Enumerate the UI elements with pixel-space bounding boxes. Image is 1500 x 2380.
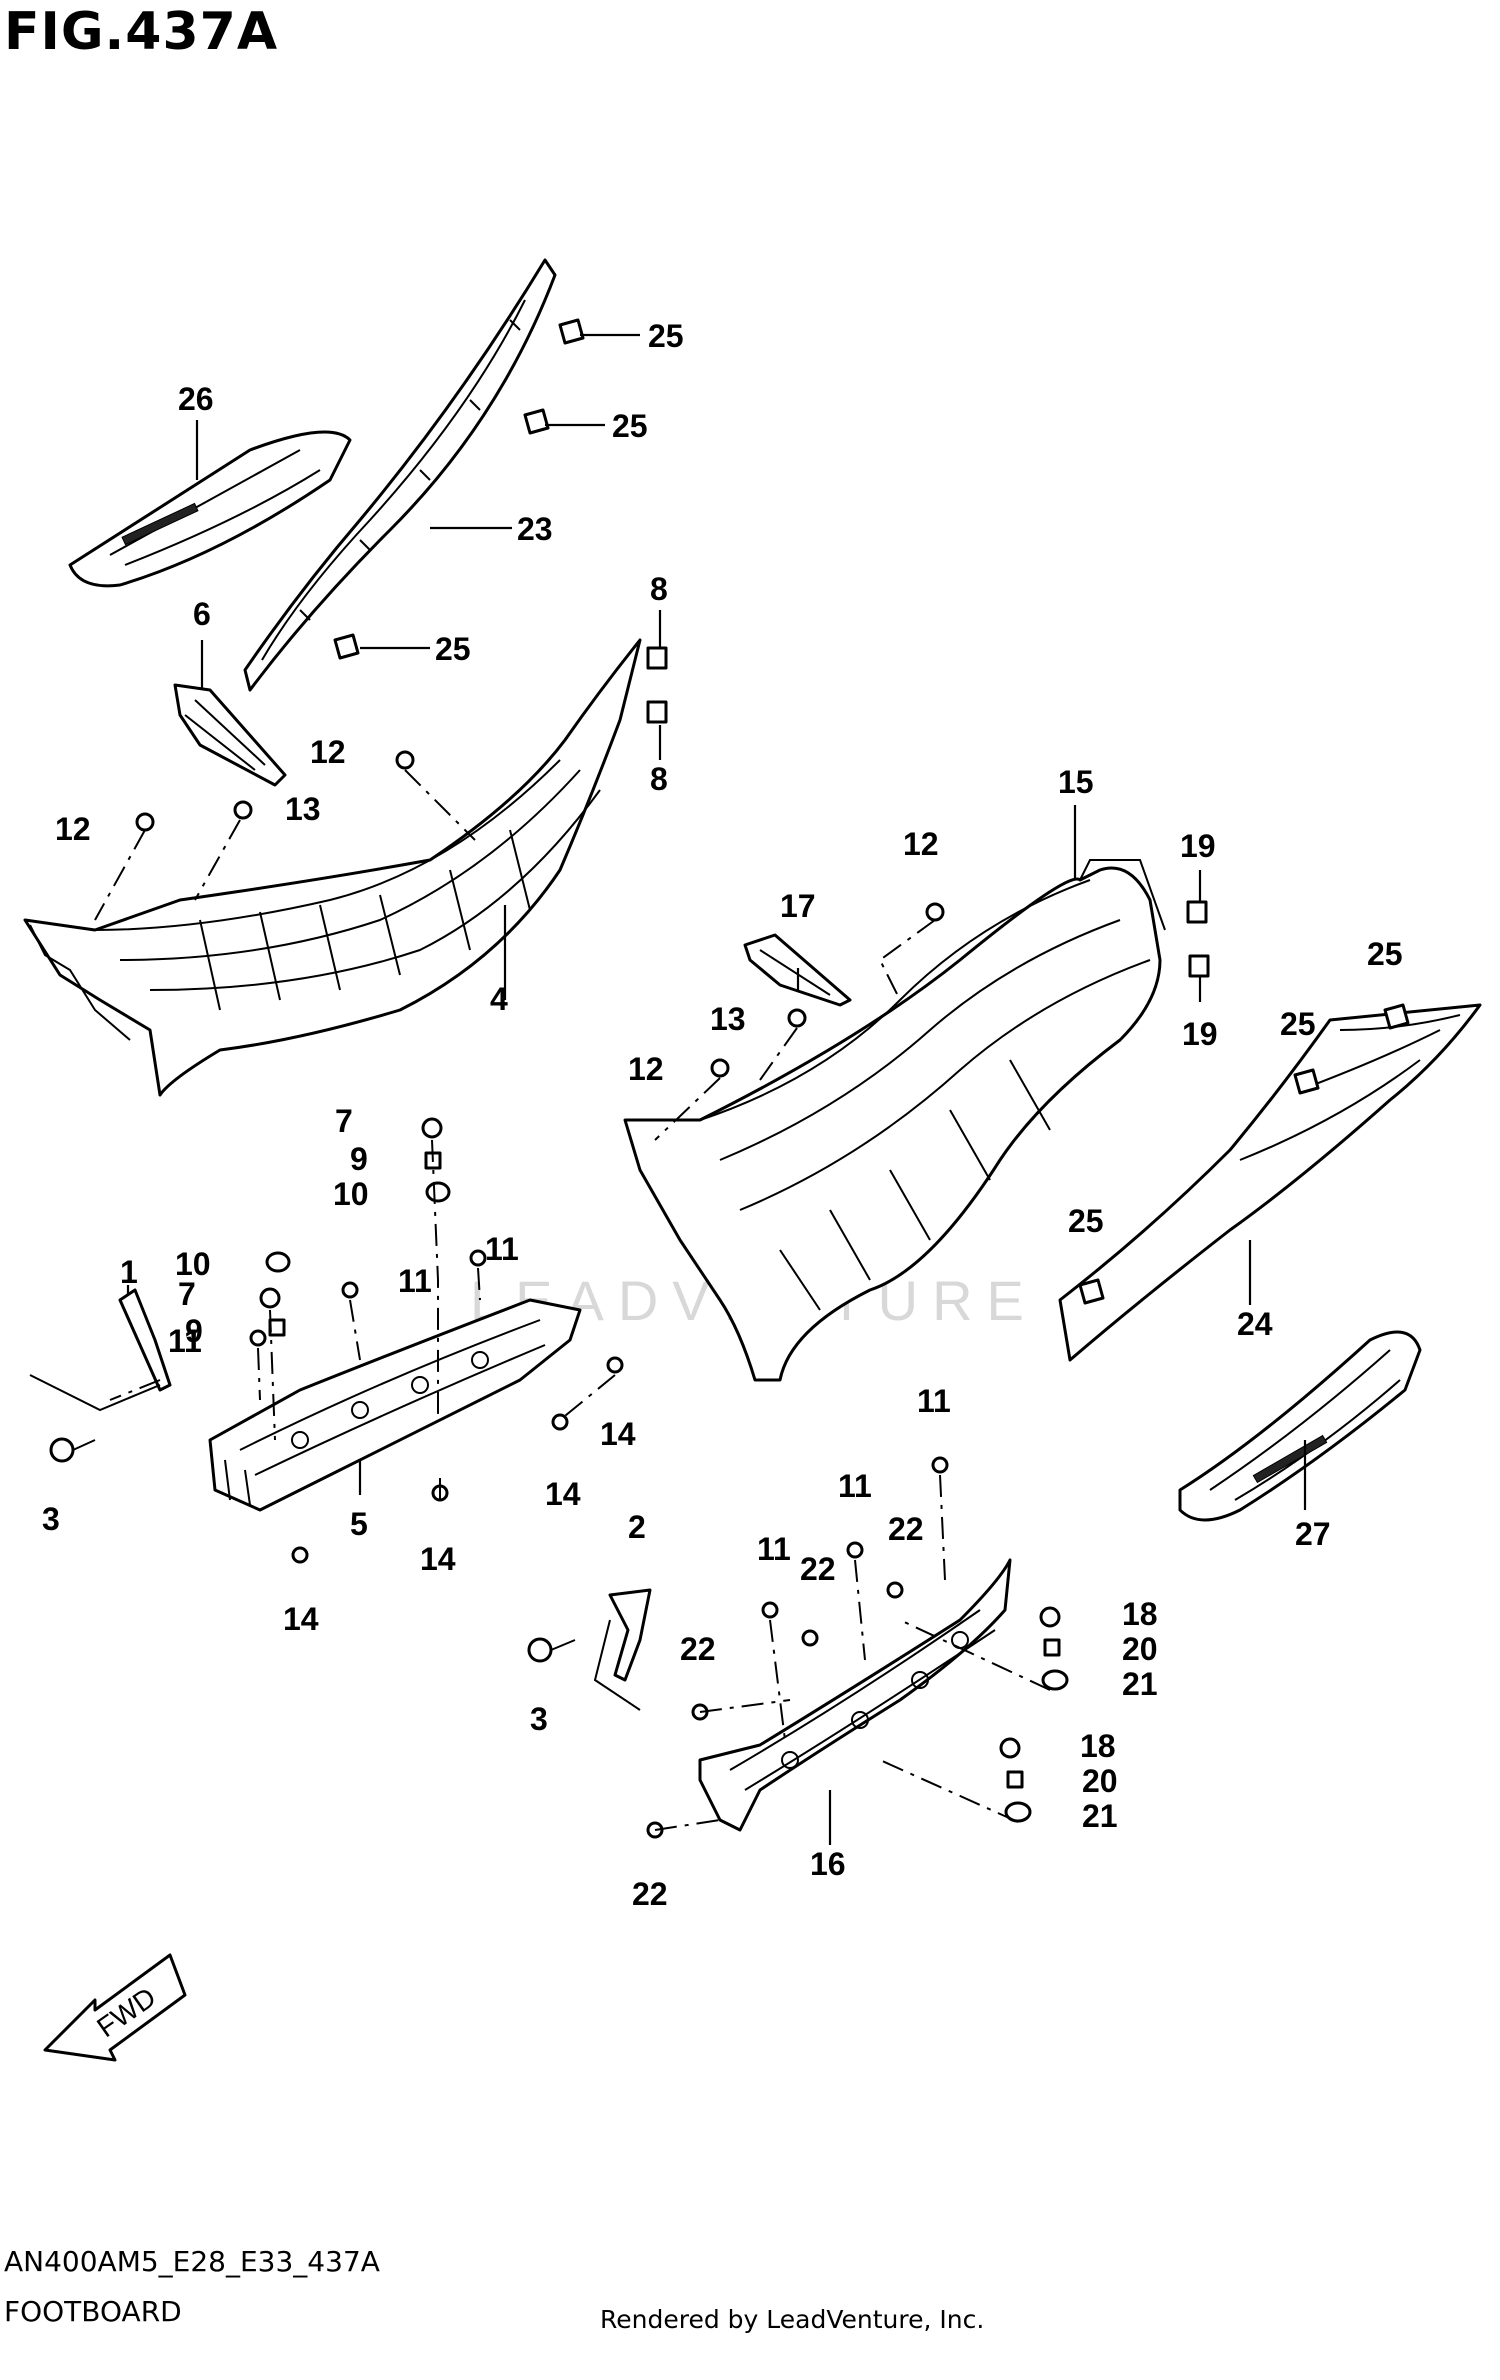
callout-10: 10 bbox=[333, 1176, 369, 1212]
part-25-clip-c[interactable] bbox=[333, 633, 360, 660]
part-20-collar-b[interactable] bbox=[1006, 1770, 1024, 1789]
callout-3: 3 bbox=[530, 1701, 548, 1737]
callout-10: 10 bbox=[175, 1246, 211, 1282]
callout-7: 7 bbox=[178, 1276, 196, 1312]
callout-21: 21 bbox=[1082, 1798, 1118, 1834]
callout-11: 11 bbox=[398, 1263, 432, 1299]
section-name: FOOTBOARD bbox=[4, 2295, 182, 2328]
part-7-screw-a[interactable] bbox=[421, 1117, 443, 1139]
part-19-nut-a[interactable] bbox=[1186, 900, 1208, 924]
callout-19: 19 bbox=[1182, 1016, 1218, 1052]
callout-27: 27 bbox=[1295, 1516, 1331, 1552]
callout-21: 21 bbox=[1122, 1666, 1158, 1702]
part-18-screw-a[interactable] bbox=[1039, 1606, 1061, 1628]
part-15-footboard-right[interactable] bbox=[623, 859, 1166, 1382]
callout-22: 22 bbox=[632, 1876, 668, 1912]
forward-direction-arrow: FWD bbox=[43, 1953, 187, 2062]
callout-14: 14 bbox=[420, 1541, 456, 1577]
part-5-under-frame-left[interactable] bbox=[208, 1298, 582, 1512]
callout-12: 12 bbox=[628, 1051, 664, 1087]
part-25-clip-b[interactable] bbox=[523, 408, 550, 435]
part-27-step-mat-right[interactable] bbox=[1178, 1330, 1422, 1522]
model-code: AN400AM5_E28_E33_437A bbox=[4, 2245, 380, 2278]
callout-18: 18 bbox=[1122, 1596, 1158, 1632]
callout-12: 12 bbox=[55, 811, 91, 847]
callout-18: 18 bbox=[1080, 1728, 1116, 1764]
callout-7: 7 bbox=[335, 1103, 353, 1139]
part-19-nut-b[interactable] bbox=[1188, 954, 1210, 978]
callout-19: 19 bbox=[1180, 828, 1216, 864]
part-21-grommet-a[interactable] bbox=[1041, 1669, 1069, 1691]
part-25-clip-a[interactable] bbox=[558, 318, 585, 345]
callout-numbers: 25 25 25 25 25 25 26 23 6 8 8 12 12 12 1… bbox=[42, 318, 1403, 1912]
callout-22: 22 bbox=[680, 1631, 716, 1667]
part-20-collar-a[interactable] bbox=[1043, 1638, 1061, 1657]
part-1-bracket[interactable] bbox=[29, 1288, 172, 1412]
callout-11: 11 bbox=[168, 1323, 202, 1359]
callout-8: 8 bbox=[650, 571, 668, 607]
callout-13: 13 bbox=[710, 1001, 746, 1037]
part-10-grommet-b[interactable] bbox=[265, 1251, 291, 1273]
callout-25: 25 bbox=[1280, 1006, 1316, 1042]
callout-4: 4 bbox=[490, 981, 508, 1017]
callout-1: 1 bbox=[120, 1254, 138, 1290]
callout-20: 20 bbox=[1122, 1631, 1158, 1667]
part-18-screw-b[interactable] bbox=[999, 1737, 1021, 1759]
part-9-collar-b[interactable] bbox=[268, 1318, 286, 1337]
part-26-step-mat-left[interactable] bbox=[68, 430, 352, 588]
assembly-guide-lines bbox=[94, 769, 1051, 1831]
callout-14: 14 bbox=[545, 1476, 581, 1512]
callout-26: 26 bbox=[178, 381, 214, 417]
callout-11: 11 bbox=[838, 1468, 872, 1504]
callout-12: 12 bbox=[903, 826, 939, 862]
callout-25: 25 bbox=[1068, 1203, 1104, 1239]
part-23-side-cover-left[interactable] bbox=[243, 258, 557, 692]
part-6-plate[interactable] bbox=[173, 683, 287, 787]
part-10-grommet-a[interactable] bbox=[425, 1181, 451, 1203]
part-25-clip-d[interactable] bbox=[1383, 1003, 1410, 1030]
callout-14: 14 bbox=[283, 1601, 319, 1637]
callout-23: 23 bbox=[517, 511, 553, 547]
part-8-nut-a[interactable] bbox=[646, 646, 668, 670]
callout-11: 11 bbox=[917, 1383, 951, 1419]
callout-6: 6 bbox=[193, 596, 211, 632]
figure-title: FIG.437A bbox=[4, 2, 279, 62]
callout-12: 12 bbox=[310, 734, 346, 770]
callout-14: 14 bbox=[600, 1416, 636, 1452]
part-3-bolt-b[interactable] bbox=[527, 1637, 576, 1663]
callout-13: 13 bbox=[285, 791, 321, 827]
part-3-bolt-a[interactable] bbox=[49, 1437, 96, 1463]
part-25-clip-f[interactable] bbox=[1078, 1278, 1105, 1305]
callout-24: 24 bbox=[1237, 1306, 1273, 1342]
callout-25: 25 bbox=[435, 631, 471, 667]
callout-25: 25 bbox=[648, 318, 684, 354]
callout-22: 22 bbox=[888, 1511, 924, 1547]
callout-8: 8 bbox=[650, 761, 668, 797]
callout-17: 17 bbox=[780, 888, 816, 924]
callout-9: 9 bbox=[350, 1141, 368, 1177]
callout-25: 25 bbox=[1367, 936, 1403, 972]
callout-11: 11 bbox=[757, 1531, 791, 1567]
render-credit: Rendered by LeadVenture, Inc. bbox=[600, 2305, 985, 2334]
callout-20: 20 bbox=[1082, 1763, 1118, 1799]
callout-9: 9 bbox=[185, 1313, 203, 1349]
part-8-nut-b[interactable] bbox=[646, 700, 668, 724]
callout-16: 16 bbox=[810, 1846, 846, 1882]
callout-25: 25 bbox=[612, 408, 648, 444]
part-7-screw-b[interactable] bbox=[259, 1287, 281, 1309]
callout-5: 5 bbox=[350, 1506, 368, 1542]
part-4-footboard-left[interactable] bbox=[23, 638, 642, 1097]
part-16-under-frame-right[interactable] bbox=[698, 1558, 1012, 1832]
callout-22: 22 bbox=[800, 1551, 836, 1587]
part-25-clip-e[interactable] bbox=[1293, 1068, 1320, 1095]
leader-lines bbox=[126, 333, 1307, 1845]
part-2-bracket[interactable] bbox=[593, 1588, 652, 1711]
callout-3: 3 bbox=[42, 1501, 60, 1537]
callout-15: 15 bbox=[1058, 764, 1094, 800]
callout-2: 2 bbox=[628, 1509, 646, 1545]
callout-11: 11 bbox=[485, 1231, 519, 1267]
